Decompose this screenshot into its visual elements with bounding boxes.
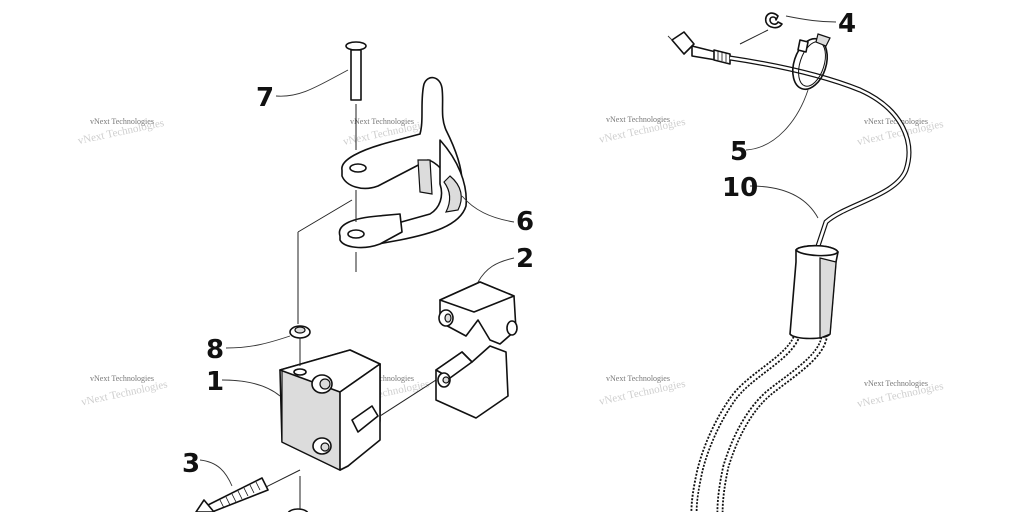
watermark: vNext Technologies — [350, 374, 414, 383]
callout-5: 5 — [730, 137, 748, 167]
clevis-bracket-part — [338, 76, 468, 272]
callout-labels: 7 6 2 8 1 3 4 5 10 — [182, 9, 856, 479]
bolt-part — [195, 477, 309, 512]
cable-part — [667, 31, 912, 512]
watermark: vNext Technologies — [606, 374, 670, 383]
pin-part — [345, 41, 367, 150]
washer-part — [289, 199, 353, 339]
watermark: vNext Technologies — [864, 379, 928, 388]
callout-1: 1 — [206, 367, 224, 397]
callout-4: 4 — [838, 9, 856, 39]
watermark: vNext Technologies — [606, 115, 670, 124]
callout-6: 6 — [516, 207, 534, 237]
e-clip-part — [739, 12, 783, 45]
cable-tie-part — [791, 33, 831, 91]
callout-10: 10 — [722, 173, 758, 203]
watermark: vNext Technologies — [90, 374, 154, 383]
watermark: vNext Technologies — [864, 117, 928, 126]
callout-3: 3 — [182, 449, 200, 479]
callout-7: 7 — [256, 83, 274, 113]
callout-2: 2 — [516, 244, 534, 274]
leader-lines — [199, 15, 837, 487]
clamp-part — [435, 281, 518, 419]
watermark: vNext Technologies — [350, 117, 414, 126]
callout-8: 8 — [206, 335, 224, 365]
mount-block-part — [239, 338, 437, 512]
watermark: vNext Technologies — [90, 117, 154, 126]
